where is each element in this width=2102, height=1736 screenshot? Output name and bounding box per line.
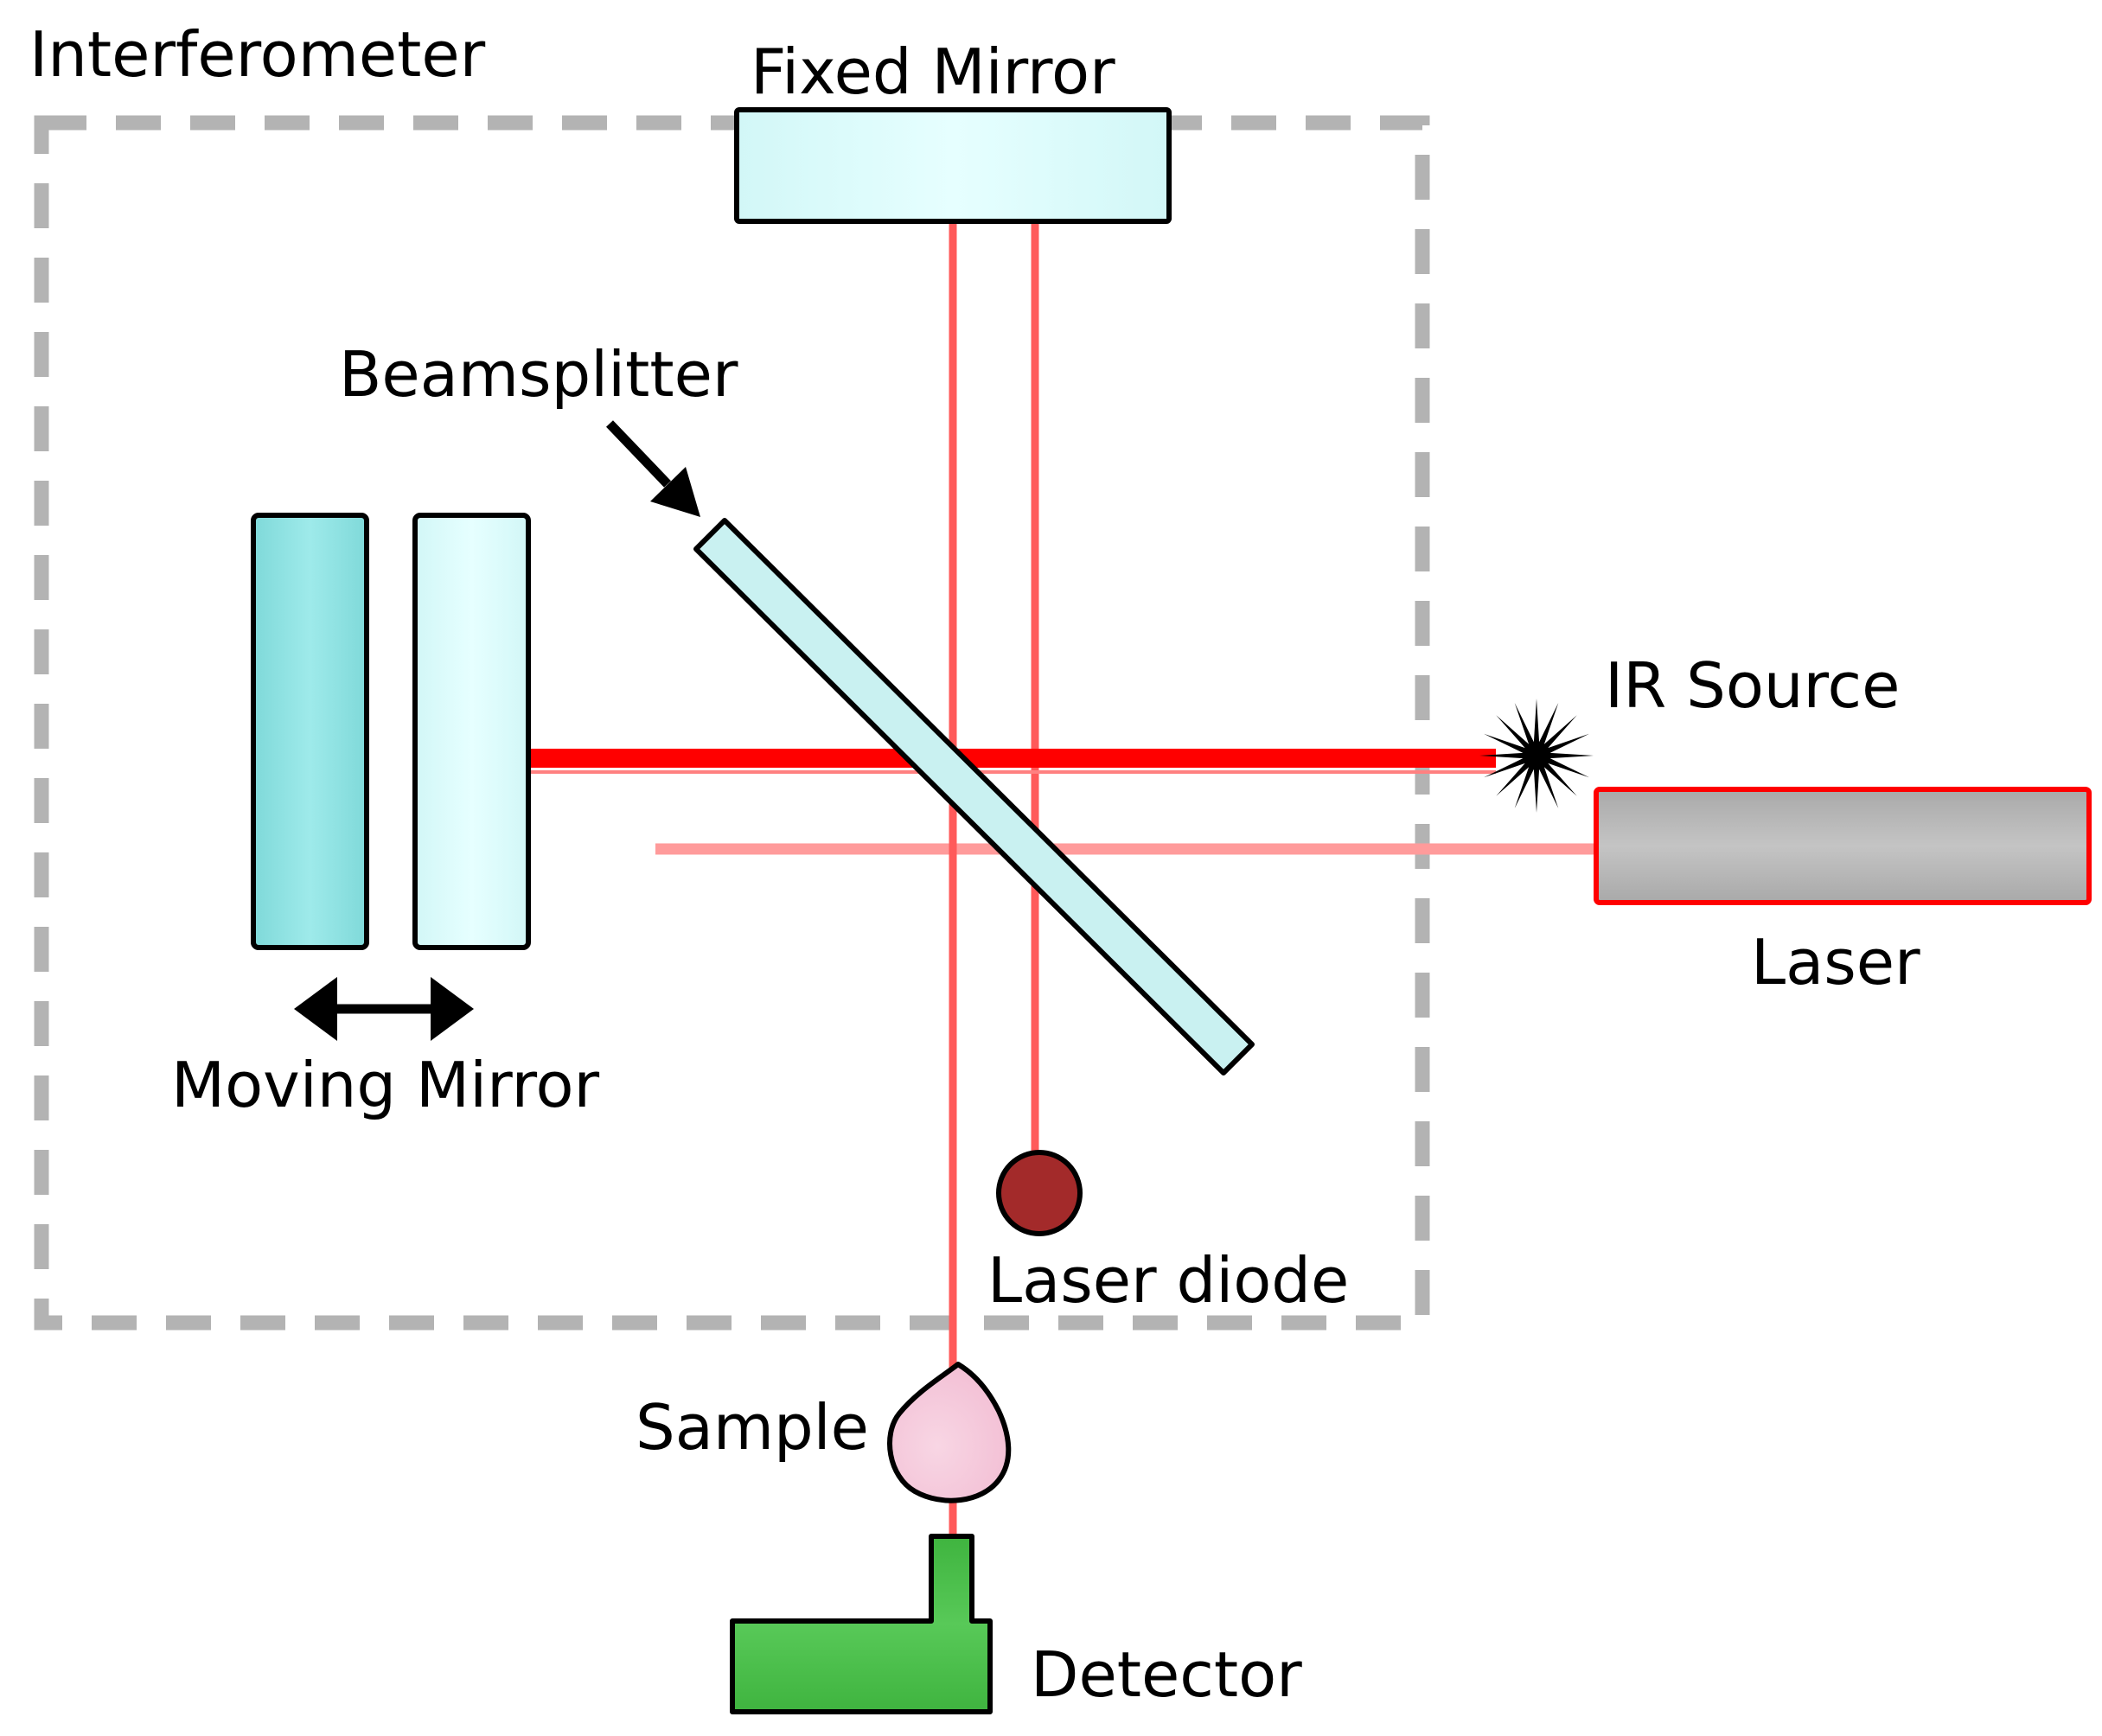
beamsplitter xyxy=(693,518,1255,1075)
moving-mirror-label: Moving Mirror xyxy=(171,1049,600,1121)
interferometer-label: Interferometer xyxy=(29,18,486,91)
star-burst-icon xyxy=(1479,699,1594,813)
laser-diode xyxy=(996,1150,1083,1236)
sample-droplet xyxy=(887,1362,1012,1503)
double-arrow-icon xyxy=(294,977,474,1041)
beam-paths xyxy=(527,223,1595,1535)
fixed-mirror-label: Fixed Mirror xyxy=(751,35,1115,108)
moving-mirror-front-plate xyxy=(412,513,531,950)
star-burst-shape xyxy=(1479,699,1594,813)
fixed-mirror xyxy=(734,107,1172,224)
laser-body xyxy=(1594,787,2092,905)
laser-label: Laser xyxy=(1751,926,1920,999)
laser-diode-label: Laser diode xyxy=(987,1244,1349,1317)
detector xyxy=(730,1534,993,1714)
moving-mirror-back-plate xyxy=(251,513,369,950)
sample-label: Sample xyxy=(636,1391,869,1464)
detector-label: Detector xyxy=(1031,1638,1302,1711)
ir-source-label: IR Source xyxy=(1605,649,1900,722)
beamsplitter-label: Beamsplitter xyxy=(339,338,738,411)
arrow-icon xyxy=(606,420,700,517)
interferometer-enclosure xyxy=(34,115,1430,1331)
